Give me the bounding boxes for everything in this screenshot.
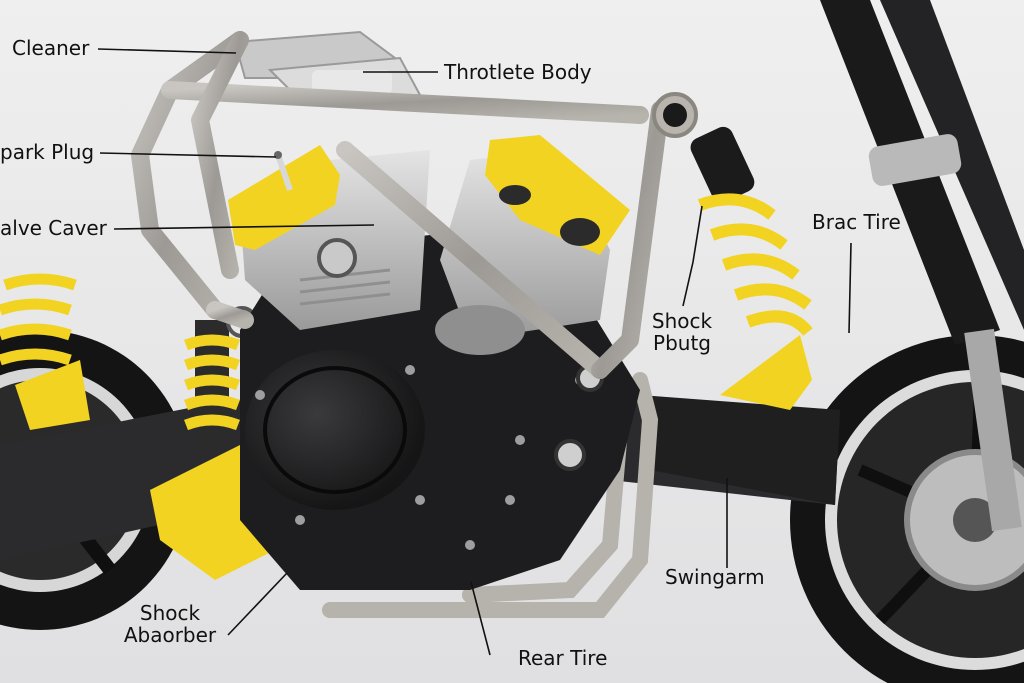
leader-valve-cover	[113, 224, 375, 230]
leader-shock-pbutg	[682, 205, 703, 307]
throttle-body	[312, 70, 392, 94]
label-brac-tire: Brac Tire	[812, 210, 901, 234]
label-spark-plug: park Plug	[0, 140, 95, 164]
label-rear-tire: Rear Tire	[518, 646, 608, 670]
leader-spark-plug	[99, 152, 277, 158]
leader-cleaner	[97, 48, 237, 54]
label-swingarm: Swingarm	[665, 565, 765, 589]
label-shock-absorber: Shock Abaorber	[116, 602, 224, 646]
front-shock	[690, 126, 813, 337]
label-cleaner: Cleaner	[12, 36, 90, 60]
leader-rear-tire	[470, 581, 491, 656]
left-spring	[0, 273, 77, 366]
label-shock-pbutg: Shock Pbutg	[646, 310, 718, 354]
leader-lines	[97, 48, 852, 656]
label-valve-cover: alve Caver	[0, 216, 107, 240]
leader-shock-absorber	[227, 572, 288, 636]
front-fork	[820, 0, 1024, 532]
clutch-cover	[245, 350, 425, 510]
frame	[131, 31, 669, 379]
fork-clamp	[868, 134, 962, 186]
label-shock-pbutg-line1: Shock	[651, 309, 713, 333]
label-shock-absorber-line1: Shock	[139, 601, 201, 625]
label-shock-absorber-line2: Abaorber	[123, 623, 217, 647]
front-wheel	[790, 335, 1024, 683]
leader-brac-tire	[848, 242, 852, 334]
valve-covers	[228, 135, 630, 255]
label-throttle-body: Throtlete Body	[444, 60, 592, 84]
rear-shock	[184, 306, 258, 450]
label-shock-pbutg-line2: Pbutg	[653, 331, 711, 355]
